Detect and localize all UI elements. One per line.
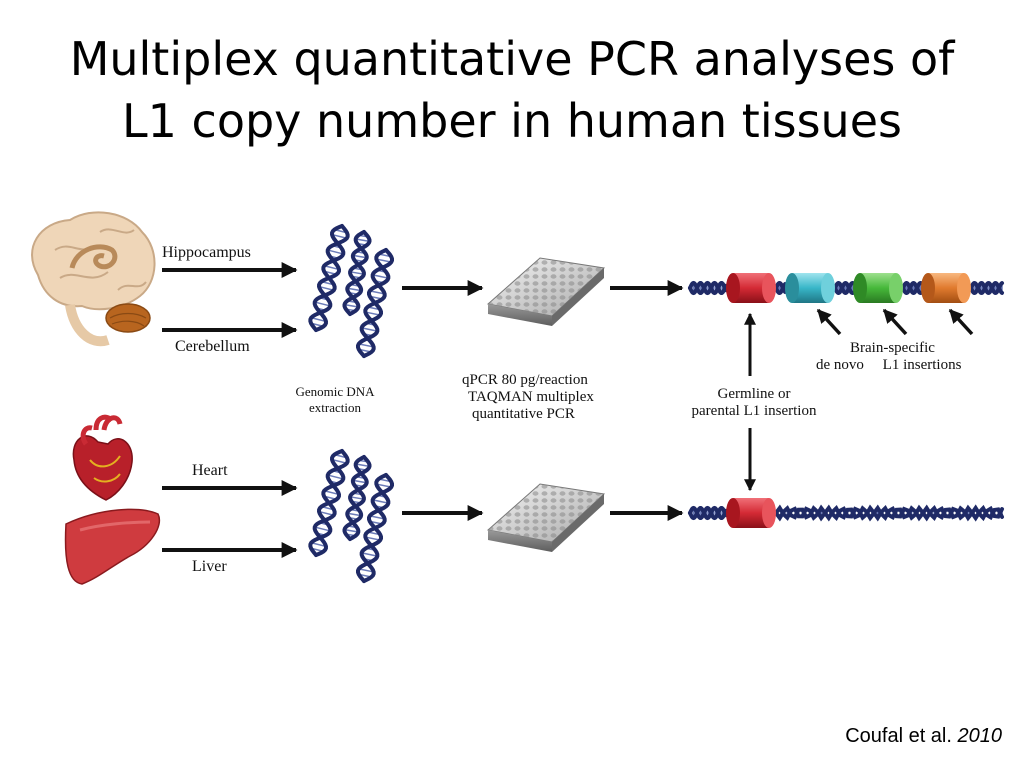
- genome-strand-top: [688, 280, 1004, 296]
- brain-specific-arrow-2: [882, 308, 908, 336]
- extraction-line-2: extraction: [309, 400, 361, 415]
- l1-insertion-germline-top: [726, 273, 776, 303]
- extraction-line-1: Genomic DNA: [295, 384, 375, 399]
- heart-icon: [72, 414, 133, 501]
- genome-strand-bottom: [688, 504, 1004, 522]
- brain-specific-arrow-3: [948, 308, 974, 336]
- liver-icon: [64, 508, 161, 585]
- qpcr-plate-icon-bottom: [486, 483, 606, 552]
- germline-line-1: Germline or: [717, 386, 791, 402]
- dna-helix-icon-top: [308, 224, 395, 358]
- citation-year: 2010: [957, 725, 1003, 747]
- label-liver: Liver: [192, 558, 227, 575]
- brain-icon: [31, 211, 156, 347]
- qpcr-line-2: TAQMAN multiplex: [468, 389, 594, 405]
- l1-insertion-germline-bottom: [726, 498, 776, 528]
- brain-specific-arrow-1: [816, 308, 842, 336]
- title-line-1: Multiplex quantitative PCR analyses of: [69, 32, 955, 86]
- label-cerebellum: Cerebellum: [175, 338, 250, 355]
- l1-insertion-brain-cyan: [785, 273, 835, 303]
- slide-title: Multiplex quantitative PCR analyses of L…: [0, 28, 1024, 152]
- qpcr-plate-icon-top: [486, 257, 606, 326]
- germline-line-2: parental L1 insertion: [691, 403, 817, 419]
- label-heart: Heart: [192, 462, 228, 479]
- qpcr-line-3: quantitative PCR: [472, 406, 575, 422]
- l1-insertion-brain-green: [853, 273, 903, 303]
- label-germline-insertion: Germline or parental L1 insertion: [664, 386, 844, 420]
- label-hippocampus: Hippocampus: [162, 244, 251, 261]
- citation-authors: Coufal et al.: [845, 725, 952, 747]
- brain-line-1: Brain-specific: [850, 340, 935, 356]
- label-genomic-dna-extraction: Genomic DNA extraction: [280, 384, 390, 416]
- qpcr-line-1: qPCR 80 pg/reaction: [462, 372, 588, 388]
- brain-line-2: de novo L1 insertions: [816, 357, 962, 373]
- citation: Coufal et al. 2010: [845, 725, 1002, 748]
- dna-helix-icon-bottom: [308, 449, 395, 583]
- title-line-2: L1 copy number in human tissues: [122, 94, 902, 148]
- l1-insertion-brain-orange: [921, 273, 971, 303]
- label-brain-specific-insertions: Brain-specific de novo L1 insertions: [816, 340, 1016, 374]
- label-qpcr-method: qPCR 80 pg/reaction TAQMAN multiplex qua…: [462, 372, 652, 423]
